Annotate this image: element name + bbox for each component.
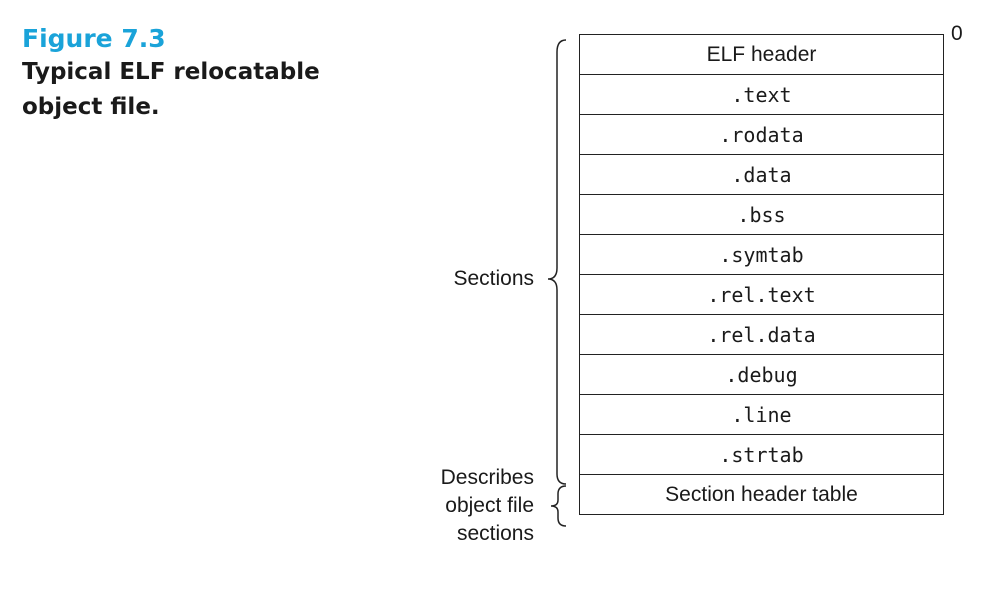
describes-line-2: object file <box>445 494 534 517</box>
row-line: .line <box>580 395 943 435</box>
row-strtab: .strtab <box>580 435 943 475</box>
describes-line-3: sections <box>456 522 534 545</box>
row-data: .data <box>580 155 943 195</box>
elf-layout-table: ELF header .text .rodata .data .bss .sym… <box>579 34 944 515</box>
figure-title-line-2: object file. <box>22 94 160 120</box>
row-section-header-table: Section header table <box>580 475 943 515</box>
row-symtab: .symtab <box>580 235 943 275</box>
row-text: .text <box>580 75 943 115</box>
row-rodata: .rodata <box>580 115 943 155</box>
row-debug: .debug <box>580 355 943 395</box>
describes-label: Describes object file sections <box>380 464 534 548</box>
figure-caption: Figure 7.3 Typical ELF relocatable objec… <box>22 22 352 125</box>
row-rel-text: .rel.text <box>580 275 943 315</box>
figure-title-line-1: Typical ELF relocatable <box>22 59 320 85</box>
row-rel-data: .rel.data <box>580 315 943 355</box>
offset-zero-label: 0 <box>951 22 963 45</box>
describes-brace <box>550 485 567 527</box>
figure-label: Figure 7.3 <box>22 24 166 53</box>
sections-brace <box>547 39 567 485</box>
describes-line-1: Describes <box>440 466 534 489</box>
row-elf-header: ELF header <box>580 35 943 75</box>
sections-label: Sections <box>453 267 534 290</box>
row-bss: .bss <box>580 195 943 235</box>
